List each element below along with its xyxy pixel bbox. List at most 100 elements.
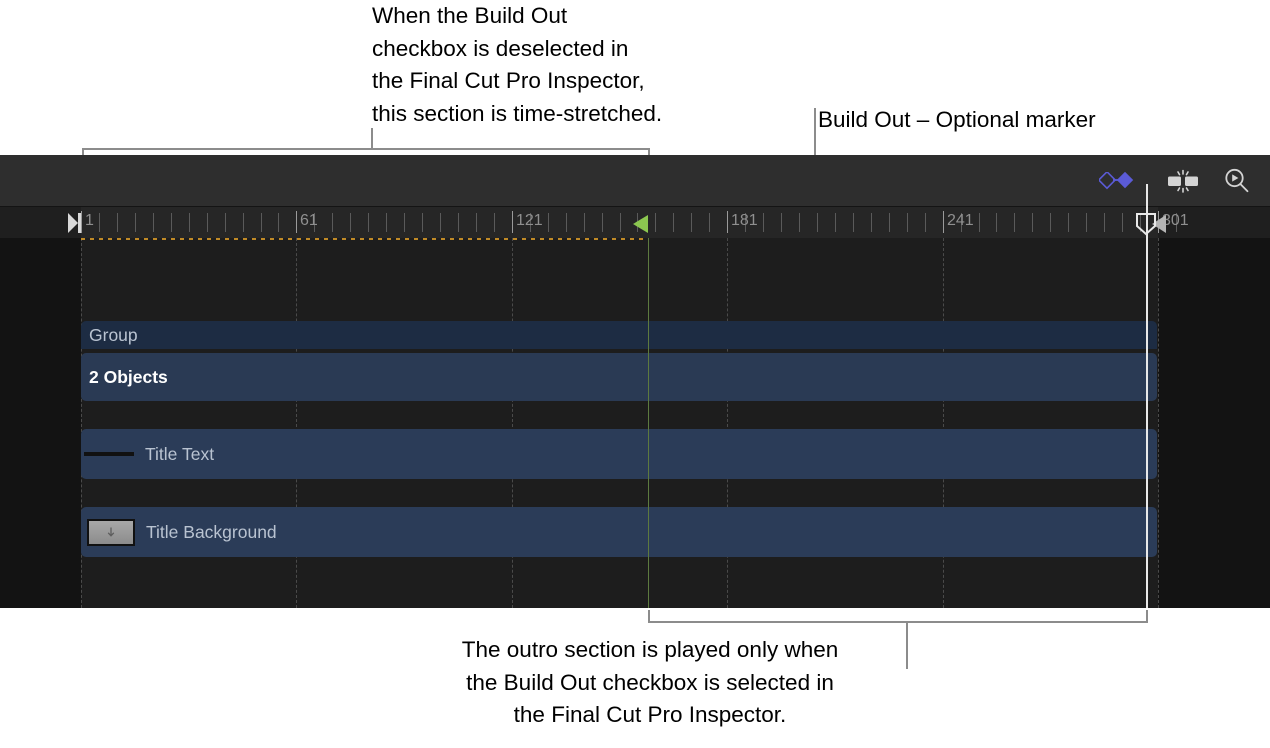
clip-label: 2 Objects — [89, 366, 168, 387]
ruler-tick-minor — [458, 213, 459, 232]
ruler-tick-minor — [1014, 213, 1015, 232]
timeline-clip-row[interactable]: Title Background — [81, 507, 1157, 557]
build-out-marker-icon[interactable] — [633, 215, 648, 233]
magnifier-play-icon — [1225, 168, 1249, 193]
ruler-tick-minor — [835, 213, 836, 232]
clip-label: Title Text — [145, 443, 215, 464]
clip-label: Group — [89, 324, 138, 345]
callout-text-build-out-marker: Build Out – Optional marker — [818, 107, 1096, 132]
timeline-toolbar — [0, 155, 1270, 207]
ruler-tick-minor — [1122, 213, 1123, 232]
ruler-tick-minor — [99, 213, 100, 232]
leader-bracket-bottom — [648, 621, 1148, 623]
timeline-clip-row[interactable]: Group — [81, 321, 1157, 349]
timeline-gridline — [296, 238, 297, 608]
image-thumbnail-icon — [87, 518, 135, 546]
ruler-tick-minor — [189, 213, 190, 232]
build-out-playhead-line — [648, 238, 649, 608]
ruler-tick-minor — [1140, 213, 1141, 232]
ruler-tick-minor — [386, 213, 387, 232]
ruler-tick-minor — [871, 213, 872, 232]
ruler-tick-minor — [1068, 213, 1069, 232]
timeline-clip-row[interactable]: 2 Objects — [81, 353, 1157, 401]
ruler-tick-minor — [404, 213, 405, 232]
timeline-gridline — [512, 238, 513, 608]
ruler-tick-minor — [243, 213, 244, 232]
in-point-marker-icon[interactable] — [68, 213, 78, 233]
leader-tick-bottom-left — [648, 610, 650, 622]
ruler-tick-minor — [368, 213, 369, 232]
ruler-tick-minor — [135, 213, 136, 232]
ruler-tick-major — [727, 211, 728, 233]
playhead-shield-icon — [1136, 213, 1156, 236]
ruler-tick-minor — [620, 213, 621, 232]
leader-tick-top-right — [648, 148, 650, 157]
ruler-tick-minor — [817, 213, 818, 232]
ruler-tick-minor — [1050, 213, 1051, 232]
ruler-tick-minor — [530, 213, 531, 232]
intro-range-dotted-line — [81, 238, 648, 240]
ruler-tick-minor — [655, 213, 656, 232]
split-clip-button[interactable] — [1164, 164, 1202, 198]
ruler-tick-label: 301 — [1162, 212, 1189, 229]
split-clip-icon — [1168, 169, 1198, 193]
ruler-tick-minor — [853, 213, 854, 232]
ruler-tick-minor — [602, 213, 603, 232]
ruler-tick-minor — [494, 213, 495, 232]
ruler-tick-major — [512, 211, 513, 233]
timeline-gridline — [943, 238, 944, 608]
clip-label: Title Background — [146, 521, 277, 542]
ruler-tick-minor — [691, 213, 692, 232]
callout-text-time-stretched: When the Build Out checkbox is deselecte… — [372, 3, 663, 126]
leader-bracket-top — [82, 148, 650, 150]
leader-tick-top-left — [82, 148, 84, 157]
keyframe-diamond-icon — [1099, 172, 1134, 190]
ruler-tick-minor — [476, 213, 477, 232]
leader-stem-top — [371, 128, 373, 150]
ruler-tick-minor — [996, 213, 997, 232]
ruler-tick-major — [81, 211, 82, 233]
ruler-tick-major — [296, 211, 297, 233]
ruler-tick-major — [943, 211, 944, 233]
ruler-tick-minor — [584, 213, 585, 232]
ruler-tick-minor — [673, 213, 674, 232]
ruler-tick-minor — [1086, 213, 1087, 232]
timeline-ruler[interactable]: 1 61 121 181 241 301 — [0, 207, 1270, 238]
ruler-tick-minor — [153, 213, 154, 232]
ruler-tick-minor — [907, 213, 908, 232]
ruler-tick-minor — [350, 213, 351, 232]
timeline-gridline — [81, 238, 82, 608]
timeline-gridline — [727, 238, 728, 608]
ruler-tick-minor — [799, 213, 800, 232]
ruler-tick-minor — [1032, 213, 1033, 232]
ruler-tick-minor — [763, 213, 764, 232]
ruler-tick-minor — [548, 213, 549, 232]
ruler-tick-minor — [207, 213, 208, 232]
ruler-tick-minor — [1104, 213, 1105, 232]
ruler-tick-minor — [889, 213, 890, 232]
playhead-handle[interactable] — [1135, 212, 1157, 236]
ruler-tick-minor — [709, 213, 710, 232]
timeline-gridline — [1158, 238, 1159, 608]
ruler-tick-label: 121 — [516, 212, 543, 229]
ruler-tick-minor — [781, 213, 782, 232]
callout-text-outro-section: The outro section is played only when th… — [461, 637, 839, 727]
keyframe-navigation-button[interactable] — [1098, 164, 1136, 198]
ruler-tick-minor — [171, 213, 172, 232]
ruler-tick-label: 61 — [300, 212, 318, 229]
ruler-active-range — [81, 207, 1158, 238]
ruler-tick-label: 1 — [85, 212, 94, 229]
zoom-search-button[interactable] — [1218, 164, 1256, 198]
ruler-tick-minor — [225, 213, 226, 232]
ruler-tick-label: 241 — [947, 212, 974, 229]
ruler-tick-minor — [961, 213, 962, 232]
ruler-tick-minor — [925, 213, 926, 232]
leader-stem-bottom — [906, 621, 908, 669]
in-point-marker-bar — [78, 213, 81, 233]
timeline-clip-row[interactable]: Title Text — [81, 429, 1157, 479]
ruler-tick-label: 181 — [731, 212, 758, 229]
ruler-tick-minor — [117, 213, 118, 232]
leader-tick-bottom-right — [1146, 610, 1148, 622]
